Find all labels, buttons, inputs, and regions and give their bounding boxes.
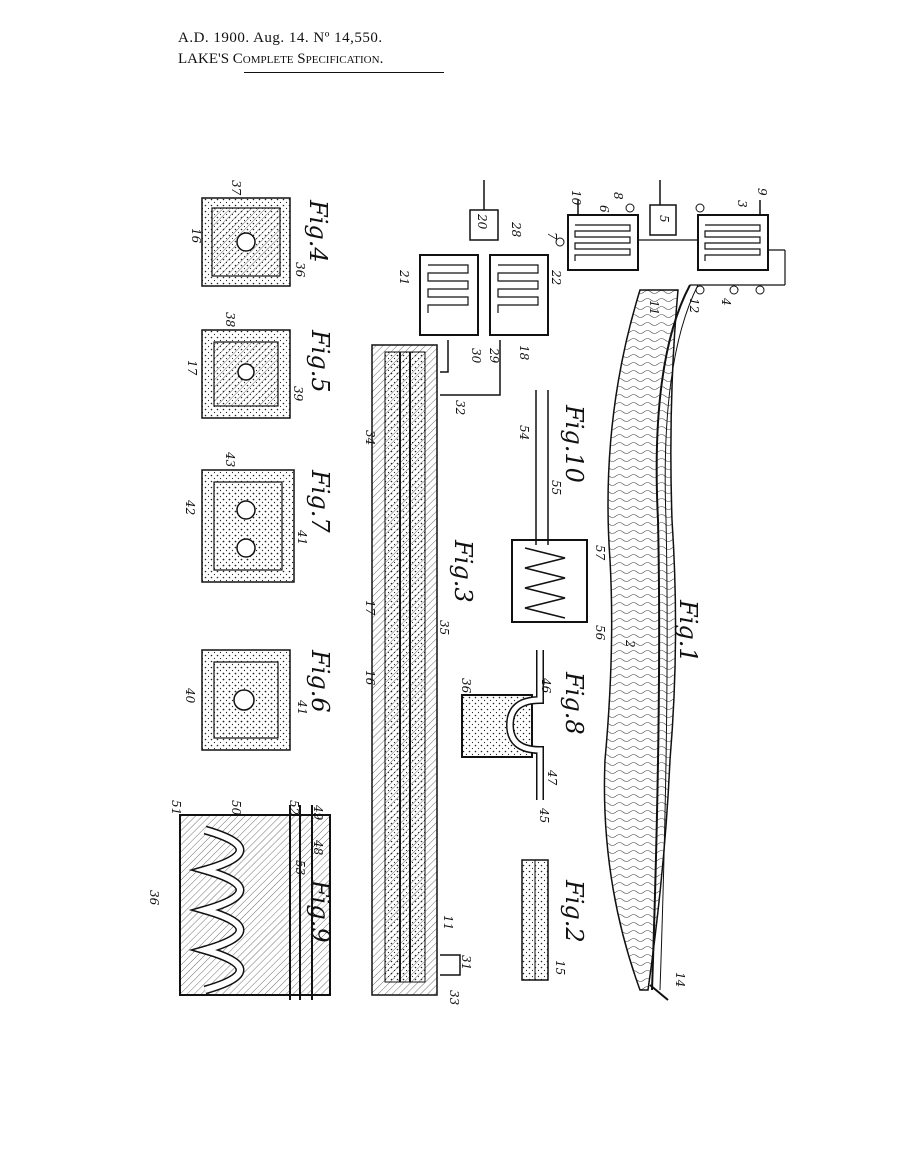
ref-15: 15 bbox=[553, 960, 567, 975]
figure-9: Fig.9 51 50 52 49 48 53 36 bbox=[147, 800, 334, 1000]
figure-4: Fig.4 37 16 36 bbox=[189, 180, 332, 287]
ref-2: 2 bbox=[623, 639, 637, 648]
ref-3: 3 bbox=[735, 200, 749, 208]
ref-33: 33 bbox=[447, 990, 461, 1006]
ref-52: 52 bbox=[287, 800, 301, 815]
figure-5: Fig.5 38 17 39 bbox=[185, 312, 334, 419]
ref-48: 48 bbox=[311, 839, 325, 856]
figure-1: Fig.1 2 9 3 4 5 6 7 8 10 11 12 14 bbox=[545, 180, 786, 1001]
ref-36-fig4: 36 bbox=[293, 262, 307, 278]
fig5-label: Fig.5 bbox=[306, 329, 334, 393]
ref-16: 16 bbox=[363, 670, 377, 686]
fig9-label: Fig.9 bbox=[306, 879, 334, 943]
ref-50: 50 bbox=[229, 800, 243, 816]
ref-56: 56 bbox=[593, 625, 607, 641]
ref-40: 40 bbox=[183, 687, 197, 704]
ref-11-fig3: 11 bbox=[441, 915, 455, 930]
ref-36-fig9: 36 bbox=[147, 890, 161, 906]
specification-label: Complete Specification. bbox=[232, 51, 384, 67]
ref-22: 22 bbox=[549, 269, 563, 285]
ref-17: 17 bbox=[363, 600, 377, 616]
ref-28: 28 bbox=[509, 221, 523, 238]
ref-42: 42 bbox=[183, 499, 197, 515]
header-rule bbox=[244, 72, 444, 73]
ref-11: 11 bbox=[647, 300, 661, 315]
figure-10: Fig.10 54 55 56 57 bbox=[511, 390, 607, 641]
ref-14: 14 bbox=[673, 972, 687, 987]
ref-8: 8 bbox=[611, 192, 625, 200]
inventor-name: LAKE'S bbox=[178, 51, 230, 67]
ref-39: 39 bbox=[291, 386, 305, 402]
ref-45: 45 bbox=[537, 807, 551, 823]
ref-17-fig5: 17 bbox=[185, 360, 199, 376]
ref-31: 31 bbox=[459, 955, 473, 970]
ref-37: 37 bbox=[229, 180, 243, 196]
ref-30: 30 bbox=[469, 348, 483, 364]
ref-20: 20 bbox=[475, 213, 489, 230]
specification-title: LAKE'S Complete Specification. bbox=[178, 51, 383, 68]
ref-21: 21 bbox=[397, 269, 411, 285]
ref-4: 4 bbox=[719, 297, 733, 306]
figure-6: Fig.6 40 41 bbox=[183, 649, 334, 751]
fig4-label: Fig.4 bbox=[304, 199, 332, 263]
ref-5: 5 bbox=[657, 215, 671, 223]
ref-7: 7 bbox=[545, 232, 559, 240]
ref-47: 47 bbox=[545, 769, 559, 786]
fig10-label: Fig.10 bbox=[560, 404, 588, 483]
ref-35: 35 bbox=[437, 620, 451, 635]
ref-49: 49 bbox=[311, 804, 325, 821]
fig6-label: Fig.6 bbox=[306, 649, 334, 713]
figure-8: Fig.8 36 46 47 45 bbox=[459, 650, 588, 823]
fig7-label: Fig.7 bbox=[306, 469, 334, 533]
ref-57: 57 bbox=[593, 545, 607, 561]
ref-51: 51 bbox=[169, 800, 183, 815]
ref-54: 54 bbox=[517, 425, 531, 440]
fig3-label: Fig.3 bbox=[449, 539, 477, 603]
ref-36: 36 bbox=[459, 678, 473, 694]
ref-41-fig6: 41 bbox=[295, 699, 309, 715]
ref-9: 9 bbox=[755, 188, 769, 196]
fig2-label: Fig.2 bbox=[560, 879, 588, 943]
ref-34: 34 bbox=[363, 430, 377, 445]
ref-38: 38 bbox=[223, 312, 237, 328]
figure-7: Fig.7 43 42 41 bbox=[183, 451, 334, 583]
ref-55: 55 bbox=[549, 480, 563, 495]
patent-date-number: A.D. 1900. Aug. 14. Nº 14,550. bbox=[178, 30, 383, 46]
ref-46: 46 bbox=[539, 677, 553, 694]
ref-41: 41 bbox=[295, 529, 309, 545]
ref-6: 6 bbox=[597, 205, 611, 213]
ref-43: 43 bbox=[223, 451, 237, 468]
fig1-label: Fig.1 bbox=[674, 599, 702, 663]
fig8-label: Fig.8 bbox=[560, 671, 588, 735]
specification-header: A.D. 1900. Aug. 14. Nº 14,550. LAKE'S Co… bbox=[178, 30, 383, 68]
figure-3: Fig.3 20 21 22 28 18 29 30 31 32 33 34 3… bbox=[363, 180, 563, 1006]
figure-2: Fig.2 15 bbox=[521, 859, 588, 981]
ref-18: 18 bbox=[517, 345, 531, 361]
ref-53: 53 bbox=[293, 860, 307, 876]
ref-10: 10 bbox=[569, 190, 583, 206]
ref-29: 29 bbox=[487, 347, 501, 364]
ref-16-fig4: 16 bbox=[189, 228, 203, 244]
ref-32: 32 bbox=[453, 400, 467, 415]
ref-12: 12 bbox=[687, 298, 701, 313]
